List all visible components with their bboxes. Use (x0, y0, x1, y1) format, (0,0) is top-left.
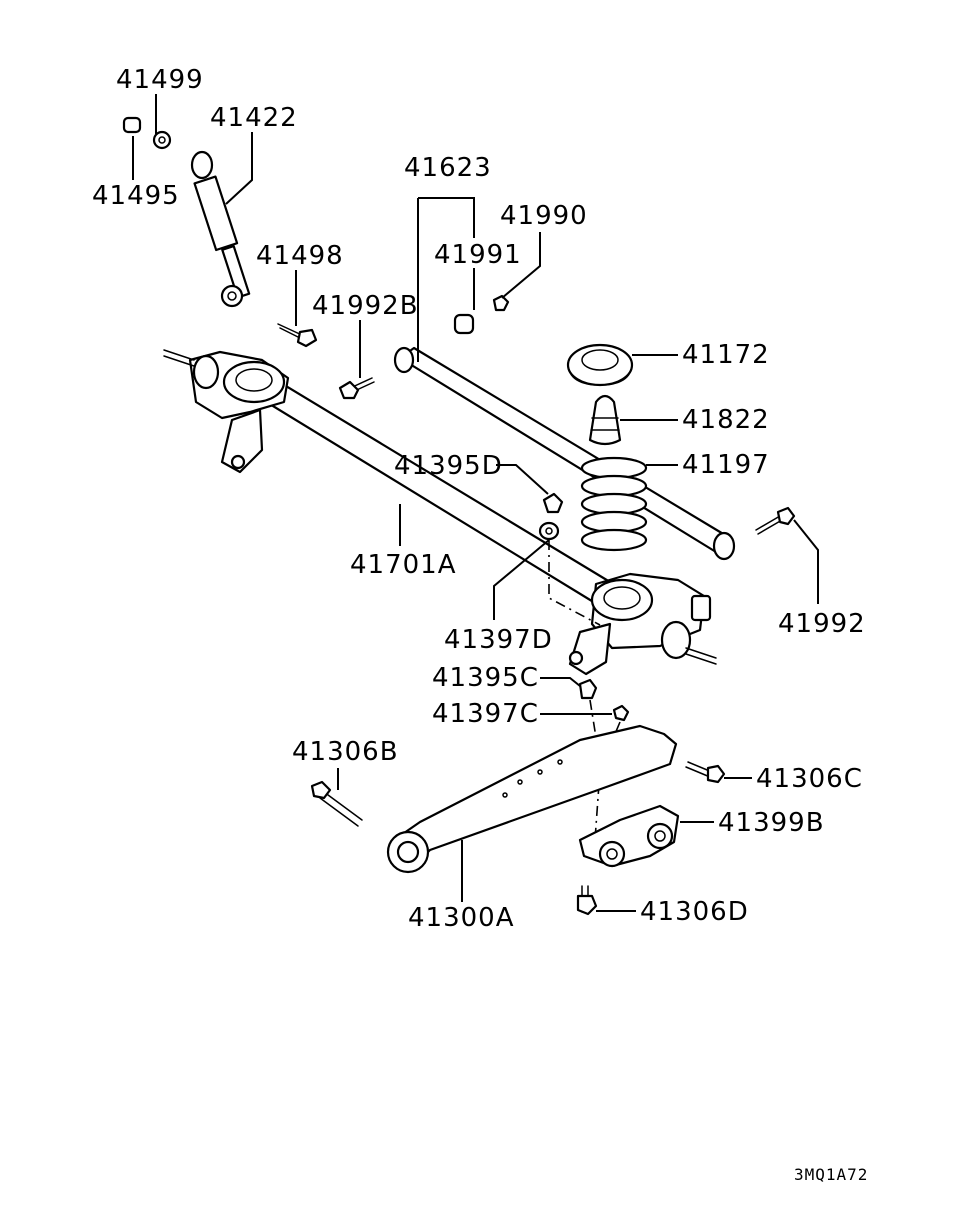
bushing-41991[interactable] (453, 313, 475, 335)
nut-41395C[interactable] (578, 678, 598, 700)
bolt-41498[interactable] (277, 323, 318, 348)
bolt-41306D[interactable] (576, 885, 598, 916)
label-41992: 41992 (778, 609, 866, 639)
bolt-41306B[interactable] (310, 780, 363, 827)
lower-arm[interactable] (386, 724, 678, 874)
nut-41990[interactable] (492, 294, 510, 312)
label-41701A: 41701A (350, 550, 457, 580)
label-41990: 41990 (500, 201, 588, 231)
label-41499: 41499 (116, 65, 204, 95)
label-41306C: 41306C (756, 764, 863, 794)
washer-41397D[interactable] (538, 521, 560, 541)
axle-beam[interactable] (163, 349, 717, 676)
bushing-41495[interactable] (122, 116, 142, 134)
coil-spring[interactable] (580, 456, 648, 552)
label-41498: 41498 (256, 241, 344, 271)
label-41991: 41991 (434, 240, 522, 270)
label-41395C: 41395C (432, 663, 539, 693)
part-labels: 41499 41422 41495 41623 41990 41991 4149… (92, 65, 868, 1184)
nut-41395D[interactable] (542, 492, 564, 514)
label-41306D: 41306D (640, 897, 749, 927)
spring-seat[interactable] (566, 343, 634, 387)
nut-41499[interactable] (152, 130, 172, 150)
leader-lines (132, 94, 819, 912)
bracket-41399B[interactable] (578, 804, 680, 868)
label-41397C: 41397C (432, 699, 539, 729)
bolt-41992B[interactable] (338, 377, 375, 400)
bump-stop[interactable] (588, 394, 622, 446)
label-41422: 41422 (210, 103, 298, 133)
label-41306B: 41306B (292, 737, 399, 767)
label-41300A: 41300A (408, 903, 515, 933)
label-41399B: 41399B (718, 808, 825, 838)
bolt-41306C[interactable] (685, 761, 726, 784)
label-41822: 41822 (682, 405, 770, 435)
label-41395D: 41395D (394, 451, 503, 481)
bolt-41992[interactable] (755, 506, 796, 535)
label-41992B: 41992B (312, 291, 419, 321)
label-41197: 41197 (682, 450, 770, 480)
label-41172: 41172 (682, 340, 770, 370)
label-41623: 41623 (404, 153, 492, 183)
shock-absorber[interactable] (190, 150, 251, 308)
label-41495: 41495 (92, 181, 180, 211)
nut-41397C[interactable] (612, 704, 630, 722)
diagram-code: 3MQ1A72 (794, 1165, 868, 1184)
label-41397D: 41397D (444, 625, 553, 655)
